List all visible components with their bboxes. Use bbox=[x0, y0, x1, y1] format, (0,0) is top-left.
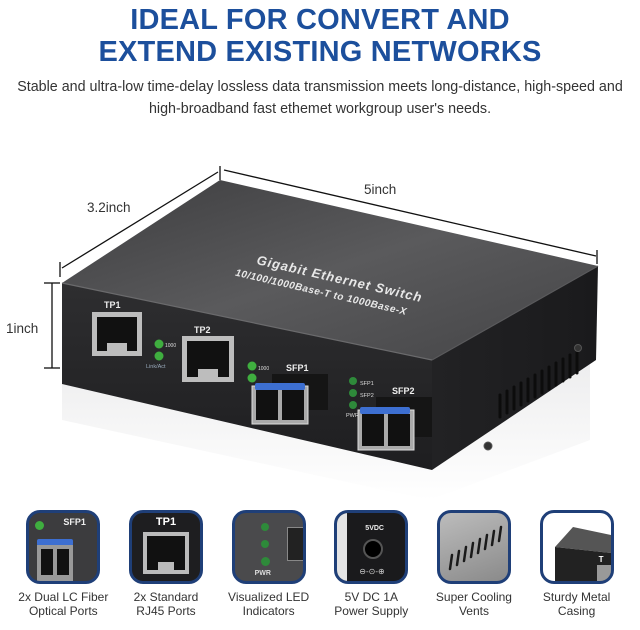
feature-metal-casing: T Sturdy Metal Casing bbox=[527, 510, 627, 630]
led-sfp2-status-icon bbox=[349, 389, 357, 397]
headline-line-2: EXTEND EXISTING NETWORKS bbox=[98, 36, 542, 68]
led-link-icon bbox=[154, 351, 164, 361]
headline: IDEAL FOR CONVERT AND EXTEND EXISTING NE… bbox=[0, 4, 640, 68]
subtitle-line-2: high-broadband fast ethemet workgroup us… bbox=[148, 101, 492, 117]
sfp2-latch bbox=[360, 407, 410, 414]
metal-casing-icon: T bbox=[539, 510, 614, 584]
led-pwr-icon bbox=[349, 401, 357, 409]
sfp-port-icon: SFP1 bbox=[26, 510, 101, 584]
feature-rj45-ports: TP1 2x Standard RJ45 Ports bbox=[116, 510, 216, 630]
rj45-port-icon: TP1 bbox=[128, 510, 203, 584]
height-dimension-label: 1inch bbox=[6, 321, 39, 336]
feature-fiber-ports: SFP1 2x Dual LC Fiber Optical Ports bbox=[13, 510, 113, 630]
subtitle: Stable and ultra-low time-delay lossless… bbox=[0, 76, 640, 120]
svg-text:Link/Act: Link/Act bbox=[146, 364, 166, 370]
led-sfp1-link-icon bbox=[247, 373, 257, 383]
dimension-lines bbox=[44, 166, 598, 369]
svg-text:SFP2: SFP2 bbox=[360, 393, 374, 399]
svg-text:1000: 1000 bbox=[258, 366, 269, 372]
product-illustration: Gigabit Ethernet Switch 10/100/1000Base-… bbox=[0, 120, 640, 500]
led-1000-icon bbox=[154, 339, 164, 349]
case-front bbox=[62, 283, 432, 470]
subtitle-line-1: Stable and ultra-low time-delay lossless… bbox=[17, 79, 623, 95]
led-sfp1-1000-icon bbox=[247, 361, 257, 371]
cooling-vents-icon bbox=[436, 510, 511, 584]
headline-line-1: IDEAL FOR CONVERT AND bbox=[130, 4, 510, 36]
sfp1-latch bbox=[255, 383, 305, 390]
led-sfp1-status-icon bbox=[349, 377, 357, 385]
floor-reflection bbox=[62, 362, 590, 500]
svg-text:PWR: PWR bbox=[346, 413, 359, 419]
feature-led-indicators: PWR Visualized LED Indicators bbox=[219, 510, 319, 630]
svg-text:TP2: TP2 bbox=[194, 325, 211, 335]
screw-icon bbox=[574, 344, 582, 352]
svg-text:1000: 1000 bbox=[165, 343, 176, 349]
svg-text:TP1: TP1 bbox=[104, 300, 121, 310]
feature-cooling-vents: Super Cooling Vents bbox=[424, 510, 524, 630]
svg-text:SFP1: SFP1 bbox=[360, 381, 374, 387]
screw-icon bbox=[483, 441, 493, 451]
svg-text:SFP1: SFP1 bbox=[286, 363, 309, 373]
width-dimension-label: 5inch bbox=[364, 182, 397, 197]
depth-dimension-label: 3.2inch bbox=[87, 200, 131, 215]
switch-device-drawing: Gigabit Ethernet Switch 10/100/1000Base-… bbox=[44, 166, 599, 500]
feature-power-supply: 5VDC ⊖-⊙-⊕ 5V DC 1A Power Supply bbox=[321, 510, 421, 630]
case-side bbox=[432, 266, 598, 470]
svg-text:SFP2: SFP2 bbox=[392, 386, 415, 396]
feature-tiles: SFP1 2x Dual LC Fiber Optical Ports TP1 … bbox=[0, 510, 640, 630]
power-jack-icon: 5VDC ⊖-⊙-⊕ bbox=[334, 510, 409, 584]
cooling-vents bbox=[498, 349, 579, 419]
case-top bbox=[62, 180, 598, 360]
led-indicator-icon: PWR bbox=[231, 510, 306, 584]
